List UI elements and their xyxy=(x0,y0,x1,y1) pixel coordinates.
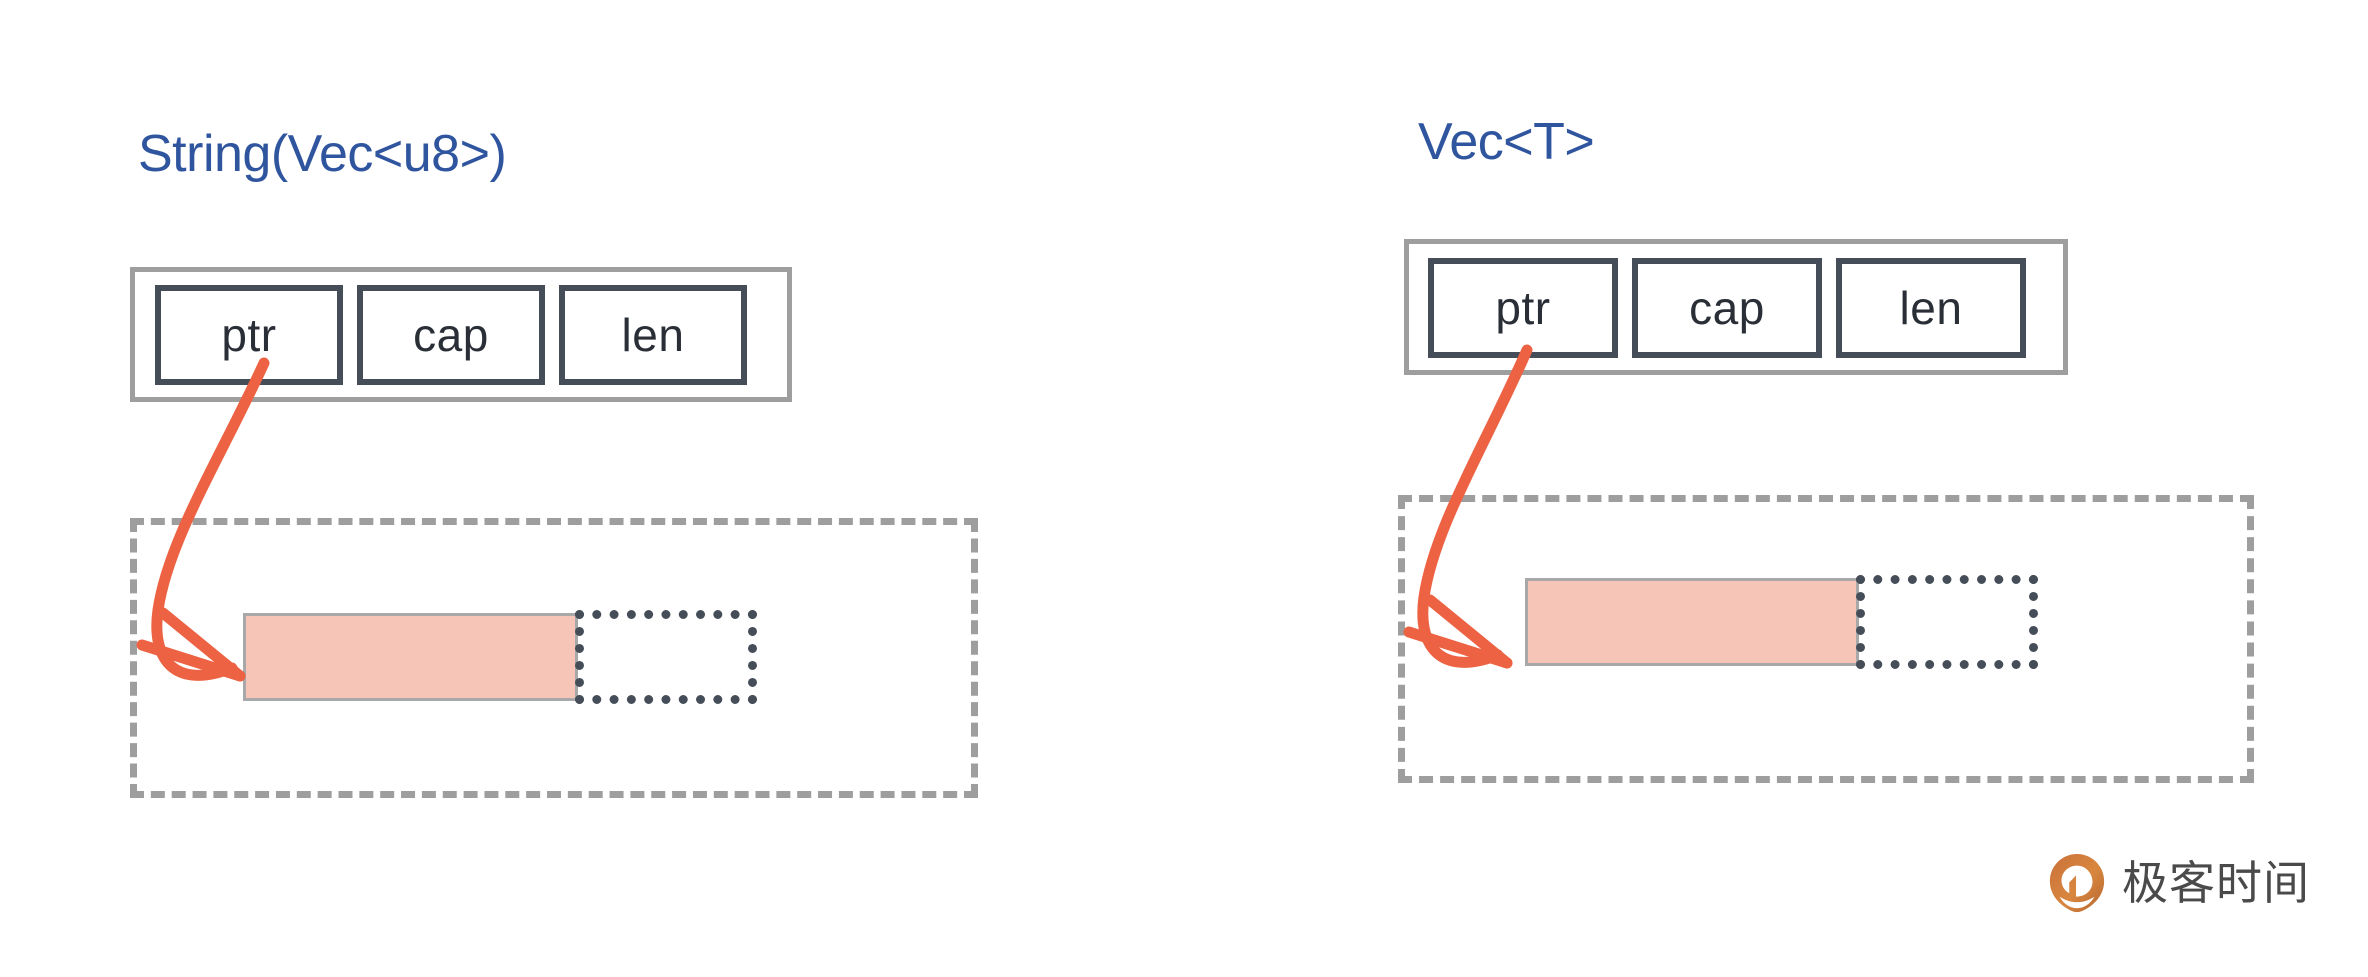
field-len-string[interactable]: len xyxy=(559,285,747,385)
spare-capacity-block-vec xyxy=(1856,575,2038,669)
used-block-vec xyxy=(1525,578,1859,666)
heap-region-vec xyxy=(1398,495,2254,783)
geektime-pin-logo-icon xyxy=(2049,853,2105,913)
field-ptr-vec[interactable]: ptr xyxy=(1428,258,1618,358)
page-title-string: String(Vec<u8>) xyxy=(138,125,507,183)
spare-capacity-block-string xyxy=(575,610,757,704)
watermark-text: 极客时间 xyxy=(2122,857,2310,909)
watermark: 极客时间 xyxy=(2046,852,2310,914)
heap-region-string xyxy=(130,518,978,798)
field-cap-vec[interactable]: cap xyxy=(1632,258,1822,358)
field-ptr-string[interactable]: ptr xyxy=(155,285,343,385)
field-len-vec[interactable]: len xyxy=(1836,258,2026,358)
field-row-string: ptr cap len xyxy=(155,285,747,385)
page-title-vec: Vec<T> xyxy=(1418,113,1595,171)
field-row-vec: ptr cap len xyxy=(1428,258,2026,358)
used-block-string xyxy=(243,613,578,701)
field-cap-string[interactable]: cap xyxy=(357,285,545,385)
